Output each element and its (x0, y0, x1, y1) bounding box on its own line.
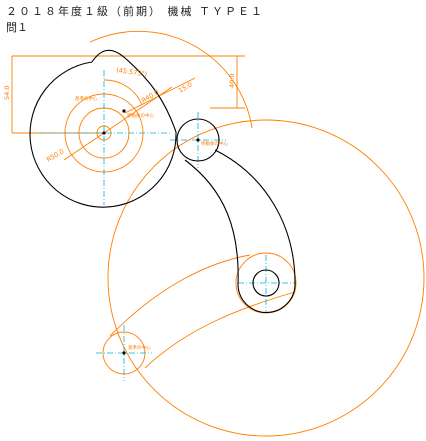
center-points (102, 109, 200, 355)
upper-arc (89, 30, 253, 129)
band-bottom (144, 291, 296, 369)
center-point-main (102, 131, 106, 135)
label-reference-center-2: 基準の中心 (128, 344, 151, 351)
dim-54: 54.0 (3, 86, 11, 100)
slot-inner-edge (184, 159, 239, 286)
angle-arc (103, 79, 143, 106)
dim-r50: R50.0 (45, 147, 65, 163)
page-title: ２０１８年度１級（前期） 機械 ＴＹＰＥ１ (6, 5, 264, 18)
label-moved-center: 移動後の中心 (127, 112, 154, 119)
question-label: 問１ (6, 21, 28, 34)
dim-angle: (45.573°) (116, 66, 148, 78)
label-moved-center-2: 移動後の中心 (201, 140, 228, 147)
large-construction-circle (107, 119, 425, 437)
dim-40: 40.0 (228, 74, 236, 88)
center-point-moved (196, 138, 200, 142)
label-reference-center: 基準の中心 (75, 95, 98, 102)
main-outline-arc (29, 61, 177, 208)
construction-geometry (11, 30, 425, 437)
radial-line-15 (124, 77, 196, 114)
radial-line-r50 (63, 132, 105, 161)
slot-outer-edge (214, 149, 296, 284)
slot-end (237, 282, 296, 314)
center-lines (40, 70, 296, 381)
main-outline-top (91, 49, 177, 133)
center-point-bottom (122, 351, 126, 355)
part-geometry (29, 49, 296, 314)
center-point-ref (122, 109, 126, 113)
band-top (109, 254, 251, 337)
dim-15: 15.0 (177, 81, 194, 95)
slot-hole (252, 269, 280, 297)
pivot-circle (176, 118, 220, 162)
